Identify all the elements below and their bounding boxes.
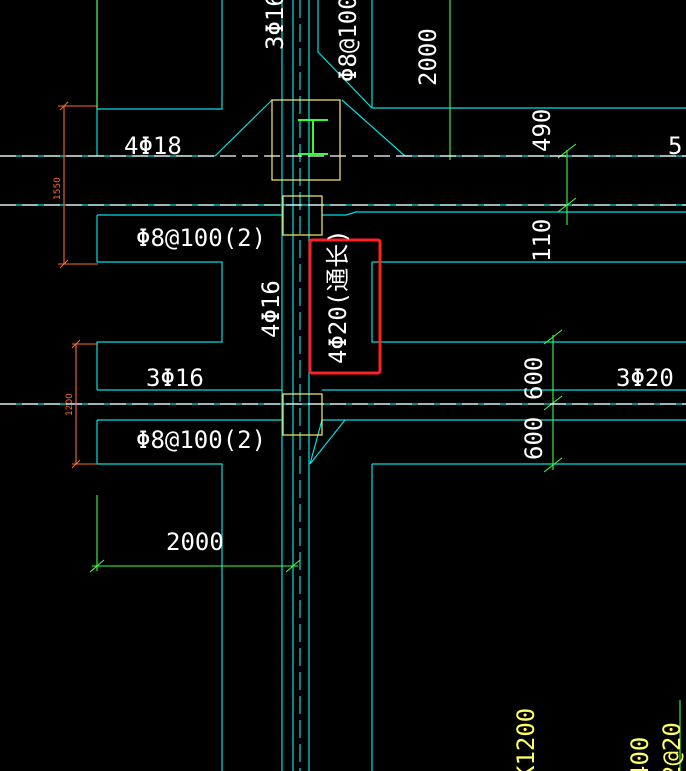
label-col-top-bars: 3Φ16: [261, 0, 289, 50]
label-beam-mid-bars: 3Φ16: [146, 364, 204, 392]
highlight-box: [308, 238, 382, 375]
label-beam-top-bars: 4Φ18: [124, 132, 182, 160]
label-bottom-2at: 2@20: [658, 722, 686, 771]
label-bottom-400: 400: [626, 737, 654, 771]
label-col-mid-bars: 4Φ16: [257, 280, 285, 338]
label-dim-2000-bottom: 2000: [166, 528, 224, 556]
label-bottom-1200: K1200: [512, 708, 540, 771]
label-dim-110: 110: [528, 219, 556, 262]
center-lines: [0, 155, 686, 405]
label-dim-600-a: 600: [520, 357, 548, 400]
label-col-top-stirrup: Φ8@100: [334, 0, 362, 82]
label-dim-490: 490: [528, 109, 556, 152]
label-edge-5: 5: [668, 132, 682, 160]
red-dimensions: [58, 101, 98, 469]
dim-1550: 1550: [53, 177, 63, 200]
label-highlighted-note: 4Φ20(通长): [324, 229, 352, 364]
label-dim-600-b: 600: [520, 417, 548, 460]
label-dim-2000-top: 2000: [414, 28, 442, 86]
label-stirrup-2: Φ8@100(2): [136, 426, 266, 454]
section-i-icon: [298, 119, 328, 155]
label-beam-right-bars: 3Φ20: [616, 364, 674, 392]
dim-1200: 1200: [65, 393, 75, 416]
label-stirrup-1: Φ8@100(2): [136, 224, 266, 252]
column-outlines: [271, 99, 341, 436]
